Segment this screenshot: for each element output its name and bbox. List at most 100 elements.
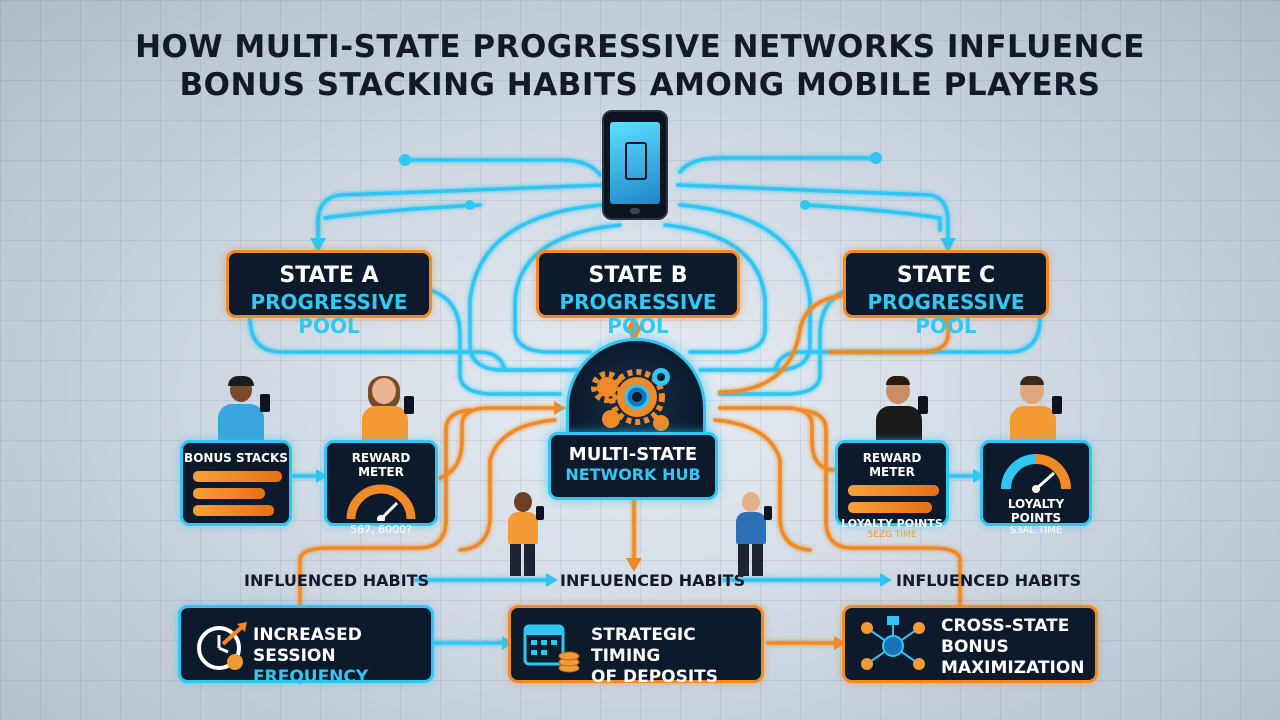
wire-phone-inner-left <box>513 223 622 354</box>
habit-label-1: INFLUENCED HABITS <box>244 571 430 590</box>
network-icon <box>861 616 925 670</box>
arrow-box-2-3 <box>834 636 846 650</box>
arrow-to-loyalty <box>973 469 985 483</box>
calendar-coins-icon <box>523 624 580 673</box>
smartphone-icon <box>602 110 668 220</box>
arrow-habit-2 <box>880 573 892 587</box>
arrow-b-to-hub <box>626 328 642 342</box>
gauge-icon <box>346 484 416 523</box>
wire-phone-to-c <box>676 183 950 252</box>
orange-left-outer <box>298 408 472 607</box>
wire-a-lower <box>248 316 507 372</box>
orange-left-meter-to-hub <box>438 406 558 480</box>
habit-label-3: INFLUENCED HABITS <box>896 571 1082 590</box>
wire-top-left-1 <box>403 158 602 177</box>
habit-3-text: CROSS-STATE BONUS MAXIMIZATION <box>941 616 1085 679</box>
orange-hub-right-down <box>713 418 812 552</box>
wire-top-outer-right <box>323 203 482 220</box>
arrow-hub-to-b <box>626 316 642 330</box>
wire-phone-to-a <box>316 183 607 252</box>
state-a-name: STATE A <box>279 263 379 288</box>
state-b-name: STATE B <box>588 263 688 288</box>
habit-1-line-1: INCREASED SESSION <box>253 625 362 666</box>
reward-meter-value: 567, 6000? <box>350 523 412 536</box>
person-figure-1 <box>210 376 280 442</box>
wire-phone-outer-right <box>678 203 812 372</box>
arrow-habit-1 <box>546 573 558 587</box>
gear-icon <box>591 368 670 431</box>
wire-dot-right <box>870 152 882 164</box>
hub-line-1: MULTI-STATE <box>568 444 698 465</box>
orange-c-to-hub <box>828 318 950 354</box>
habit-3-line-2: BONUS <box>941 637 1009 657</box>
bonus-bar-1 <box>193 471 283 482</box>
person-figure-4 <box>1002 376 1072 442</box>
arrow-to-state-c <box>940 238 956 252</box>
person-standing-left <box>500 492 546 578</box>
habit-box-session-frequency: INCREASED SESSION FREQUENCY <box>178 605 434 687</box>
loyalty-points-label: LOYALTY POINTS <box>1007 497 1065 525</box>
habit-2-line-1: STRATEGIC TIMING <box>591 625 696 666</box>
habit-3-line-1: CROSS-STATE <box>941 616 1070 636</box>
habit-3-line-3: MAXIMIZATION <box>941 658 1085 678</box>
bonus-stacks-card: BONUS STACKS <box>180 440 292 526</box>
page-title: HOW MULTI-STATE PROGRESSIVE NETWORKS INF… <box>0 28 1280 104</box>
reward-meter-label: REWARD METER <box>351 451 411 479</box>
habit-2-line-2: OF DEPOSITS <box>591 667 719 687</box>
right-bar-2 <box>848 502 933 513</box>
hub-line-2: NETWORK HUB <box>565 465 701 484</box>
habit-1-line-2: FREQUENCY <box>253 667 369 687</box>
right-reward-meter-label: REWARD METER <box>862 451 922 479</box>
person-figure-2 <box>354 376 424 442</box>
habit-box-deposit-timing: STRATEGIC TIMING OF DEPOSITS <box>508 605 764 687</box>
wire-top-outer-left <box>803 203 942 232</box>
habit-1-text: INCREASED SESSION FREQUENCY <box>253 625 431 688</box>
state-c-name: STATE C <box>896 263 996 288</box>
wire-dot-left-2 <box>465 200 475 210</box>
right-reward-meter-card: REWARD METER LOYALTY POINTS 5EZG TIME <box>835 440 949 540</box>
person-figure-3 <box>868 376 938 442</box>
state-c-box: STATE C PROGRESSIVE POOL <box>843 250 1049 338</box>
orange-hub-to-c <box>718 293 847 394</box>
arrow-to-meter <box>316 469 328 483</box>
title-line-2: BONUS STACKING HABITS AMONG MOBILE PLAYE… <box>179 67 1101 103</box>
wire-phone-inner-right <box>663 223 767 354</box>
arrow-hub-down <box>626 558 642 572</box>
orange-right-outer <box>798 408 962 607</box>
state-a-sub: PROGRESSIVE POOL <box>250 290 408 338</box>
wire-c-to-hub <box>718 288 850 396</box>
habit-2-text: STRATEGIC TIMING OF DEPOSITS <box>591 625 761 688</box>
orange-hub-left-down <box>458 418 557 552</box>
right-loyalty-label: LOYALTY POINTS <box>841 517 943 530</box>
arrow-to-hub-left <box>554 401 566 415</box>
reward-meter-card: REWARD METER 567, 6000? <box>324 440 438 536</box>
right-bar-1 <box>848 485 939 496</box>
wire-dot-left <box>399 154 411 166</box>
wire-phone-outer-left <box>468 203 605 372</box>
state-b-box: STATE B PROGRESSIVE POOL <box>536 250 740 338</box>
habit-box-cross-state: CROSS-STATE BONUS MAXIMIZATION <box>842 605 1098 683</box>
loyalty-points-card: LOYALTY POINTS S3AL TIME <box>980 440 1092 536</box>
state-c-sub: PROGRESSIVE POOL <box>867 290 1025 338</box>
state-b-sub: PROGRESSIVE POOL <box>559 290 717 338</box>
right-time-label: 5EZG TIME <box>867 530 917 540</box>
network-hub-box: MULTI-STATE NETWORK HUB <box>548 432 718 500</box>
orange-right-meter-to-hub <box>718 406 837 472</box>
person-standing-right <box>728 492 774 578</box>
wire-top-right-1 <box>678 156 878 174</box>
habit-label-2: INFLUENCED HABITS <box>560 571 746 590</box>
loyalty-gauge-icon <box>1001 454 1071 493</box>
arrow-to-state-a <box>310 238 326 252</box>
wire-a-to-hub <box>428 288 562 396</box>
bonus-bar-2 <box>193 488 266 499</box>
orange-arrowheads <box>554 308 956 650</box>
state-a-box: STATE A PROGRESSIVE POOL <box>226 250 432 338</box>
bonus-stacks-label: BONUS STACKS <box>184 451 288 465</box>
loyalty-time-label: S3AL TIME <box>1009 525 1063 536</box>
title-line-1: HOW MULTI-STATE PROGRESSIVE NETWORKS INF… <box>135 29 1145 65</box>
wire-dot-right-2 <box>800 200 810 210</box>
bonus-bar-3 <box>193 505 274 516</box>
wire-endpoints <box>310 152 985 650</box>
clock-arrow-icon <box>197 622 247 670</box>
